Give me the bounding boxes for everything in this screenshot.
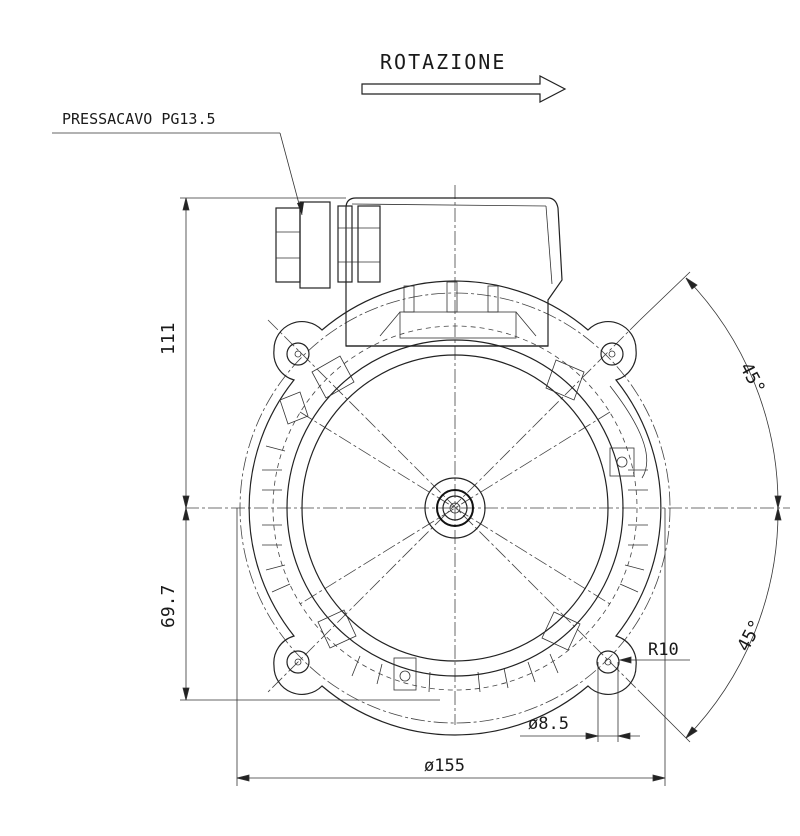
terminal-box	[345, 197, 563, 347]
dim-69-7-label: 69.7	[158, 584, 179, 628]
dim-8-5	[520, 662, 640, 742]
dim-r10	[618, 656, 690, 664]
shaft	[424, 477, 486, 539]
rotation-label: ROTAZIONE	[380, 50, 507, 74]
dim-155	[236, 508, 666, 786]
dim-69-7	[180, 507, 440, 701]
stator-inner	[301, 354, 609, 662]
centerlines	[185, 185, 790, 725]
flange-outline	[248, 280, 662, 736]
bolt-circle	[239, 292, 671, 724]
angle-arcs	[639, 271, 782, 743]
mounting-pads	[279, 355, 648, 691]
cable-gland-leader	[52, 132, 304, 216]
dim-111	[180, 197, 346, 509]
rotation-arrow-icon	[361, 75, 567, 103]
cable-gland-label: PRESSACAVO PG13.5	[62, 110, 216, 128]
radius-label: R10	[648, 640, 679, 660]
hole-dia-label: ø8.5	[528, 714, 569, 734]
cable-gland	[275, 201, 381, 289]
stator-outer	[286, 339, 624, 677]
dim-111-label: 111	[158, 322, 179, 355]
diameter-label: ø155	[424, 756, 465, 776]
